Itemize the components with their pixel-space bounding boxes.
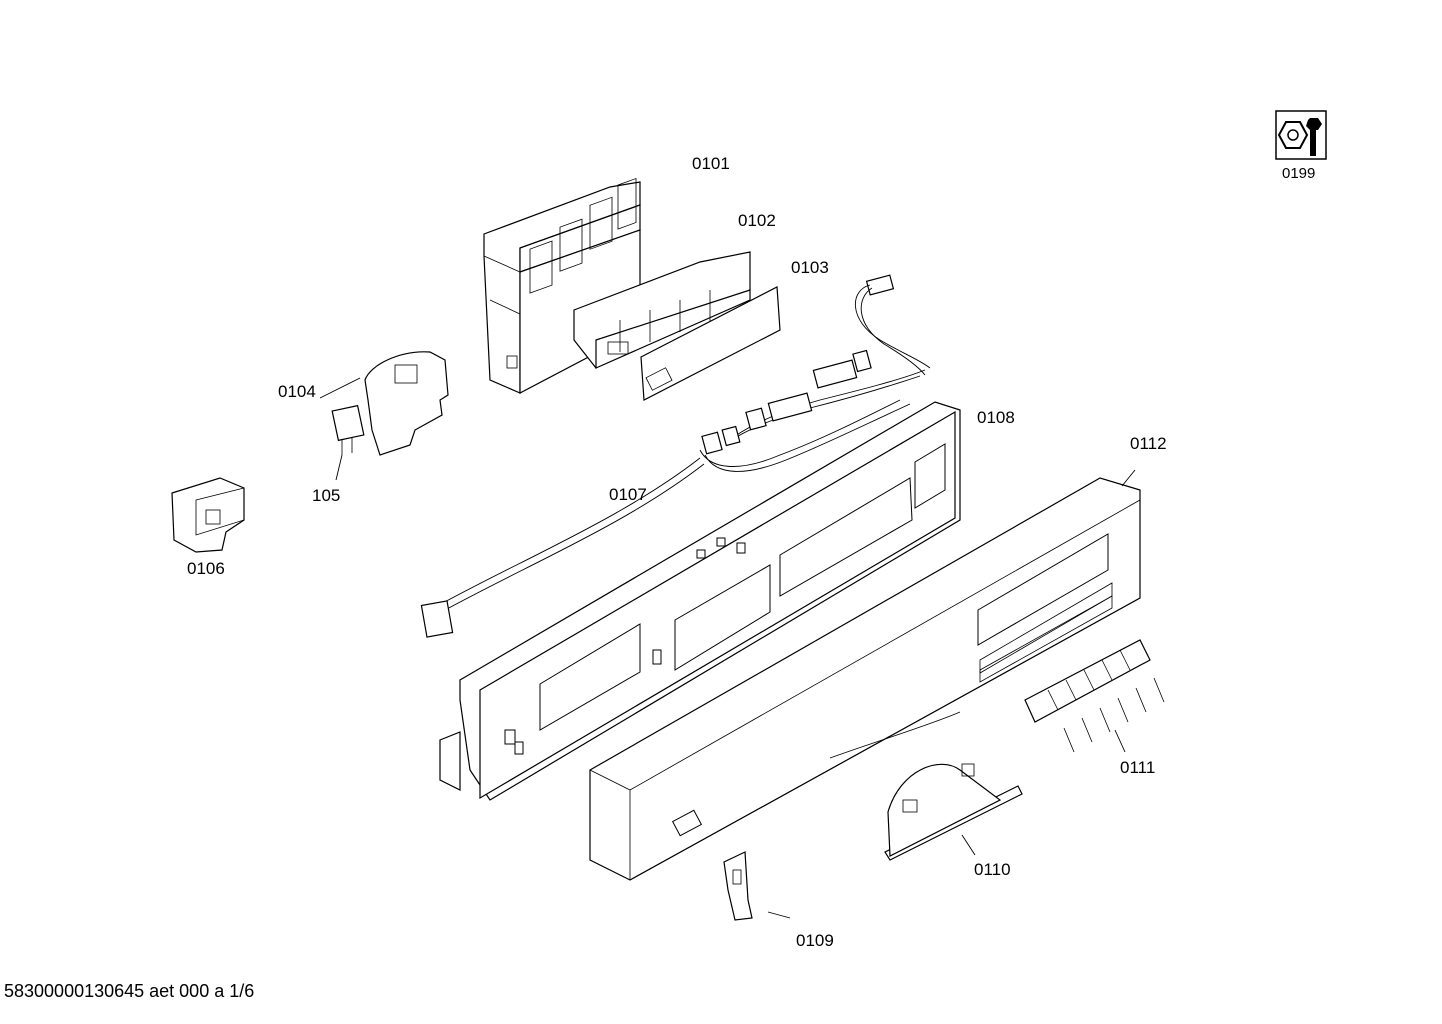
document-id-footer: 58300000130645 aet 000 a 1/6 [4, 981, 255, 1001]
part-0108-frame [439, 401, 961, 801]
label-0101: 0101 [692, 154, 730, 173]
label-0112: 0112 [1130, 434, 1167, 453]
part-0112-front-panel [589, 477, 1141, 881]
part-0109-clip [723, 851, 753, 921]
wrench-nut-icon [1275, 110, 1327, 160]
label-0107: 0107 [609, 485, 647, 504]
label-0109: 0109 [796, 931, 834, 950]
part-0111-button-strip [1024, 639, 1165, 753]
label-0102: 0102 [738, 211, 776, 230]
label-0103: 0103 [791, 258, 829, 277]
label-0111: 0111 [1120, 758, 1156, 777]
leader-lines [319, 377, 1136, 919]
part-0103-label-strip [640, 286, 781, 401]
label-0104: 0104 [278, 382, 316, 401]
label-0108: 0108 [977, 408, 1015, 427]
part-0110-bracket [884, 763, 1023, 861]
label-0106: 0106 [187, 559, 225, 578]
part-0107-wiring-harness [420, 274, 931, 638]
label-0110: 0110 [974, 860, 1011, 879]
label-105: 105 [312, 486, 341, 505]
part-0106-relay [171, 477, 245, 553]
label-0199: 0199 [1282, 165, 1316, 182]
part-0104-switch [331, 351, 449, 456]
part-0101-electronic-module [483, 177, 751, 394]
